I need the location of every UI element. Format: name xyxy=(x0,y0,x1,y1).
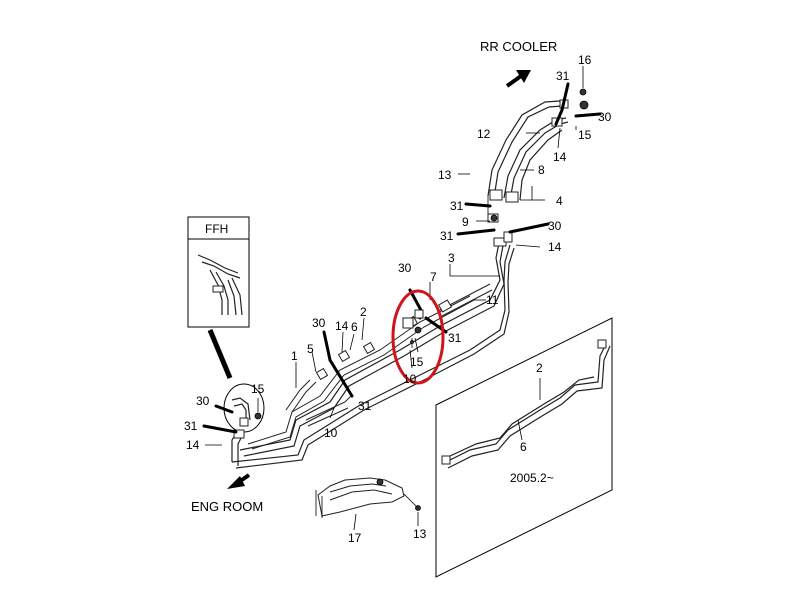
callout-30: 30 xyxy=(312,316,326,330)
bracket-17 xyxy=(315,477,421,518)
callout-15: 15 xyxy=(251,382,265,396)
callout-10: 10 xyxy=(324,426,338,440)
ffh-label: FFH xyxy=(205,222,228,236)
callout-30: 30 xyxy=(398,261,412,275)
main-pipe-run xyxy=(231,231,515,469)
callout-31: 31 xyxy=(184,419,198,433)
callout-31: 31 xyxy=(556,69,570,83)
callout-15: 15 xyxy=(578,128,592,142)
callout-31: 31 xyxy=(450,199,464,213)
callout-numbers: 16 31 30 12 15 14 8 13 4 31 9 30 31 14 3… xyxy=(184,53,612,545)
callout-1: 1 xyxy=(291,349,298,363)
callout-30: 30 xyxy=(196,394,210,408)
eng-room-label: ENG ROOM xyxy=(191,499,263,514)
callout-2: 2 xyxy=(536,361,543,375)
callout-30: 30 xyxy=(598,110,612,124)
callout-31: 31 xyxy=(358,399,372,413)
callout-14: 14 xyxy=(186,438,200,452)
date-label: 2005.2~ xyxy=(510,471,554,485)
callout-31: 31 xyxy=(448,331,462,345)
callout-14: 14 xyxy=(553,150,567,164)
detail-box-2005: 2005.2~ xyxy=(435,317,613,578)
callout-5: 5 xyxy=(307,342,314,356)
leader-lines xyxy=(205,66,584,531)
arrow-to-eng-room-icon xyxy=(227,473,251,489)
callout-14: 14 xyxy=(548,240,562,254)
rear-cooler-pipes xyxy=(487,88,589,223)
callout-16: 16 xyxy=(578,53,592,67)
callout-17: 17 xyxy=(348,531,362,545)
callout-13: 13 xyxy=(438,168,452,182)
rr-cooler-label: RR COOLER xyxy=(480,39,557,54)
arrow-to-rr-cooler-icon xyxy=(505,70,531,88)
callout-30: 30 xyxy=(548,219,562,233)
callout-4: 4 xyxy=(556,194,563,208)
callout-6: 6 xyxy=(351,320,358,334)
highlight-circle xyxy=(391,289,445,385)
highlight-parts xyxy=(402,309,424,348)
ffh-detail-box: FFH xyxy=(187,216,250,379)
callout-6: 6 xyxy=(520,440,527,454)
callout-11: 11 xyxy=(486,293,499,307)
callout-15: 15 xyxy=(410,355,424,369)
callout-2: 2 xyxy=(360,305,367,319)
callout-7: 7 xyxy=(430,270,437,284)
callout-3: 3 xyxy=(448,251,455,265)
callout-10: 10 xyxy=(403,372,417,386)
callout-13: 13 xyxy=(413,527,427,541)
callout-8: 8 xyxy=(538,163,545,177)
callout-31: 31 xyxy=(440,229,454,243)
callout-9: 9 xyxy=(462,215,469,229)
callout-14: 14 xyxy=(335,319,349,333)
callout-12: 12 xyxy=(477,127,491,141)
